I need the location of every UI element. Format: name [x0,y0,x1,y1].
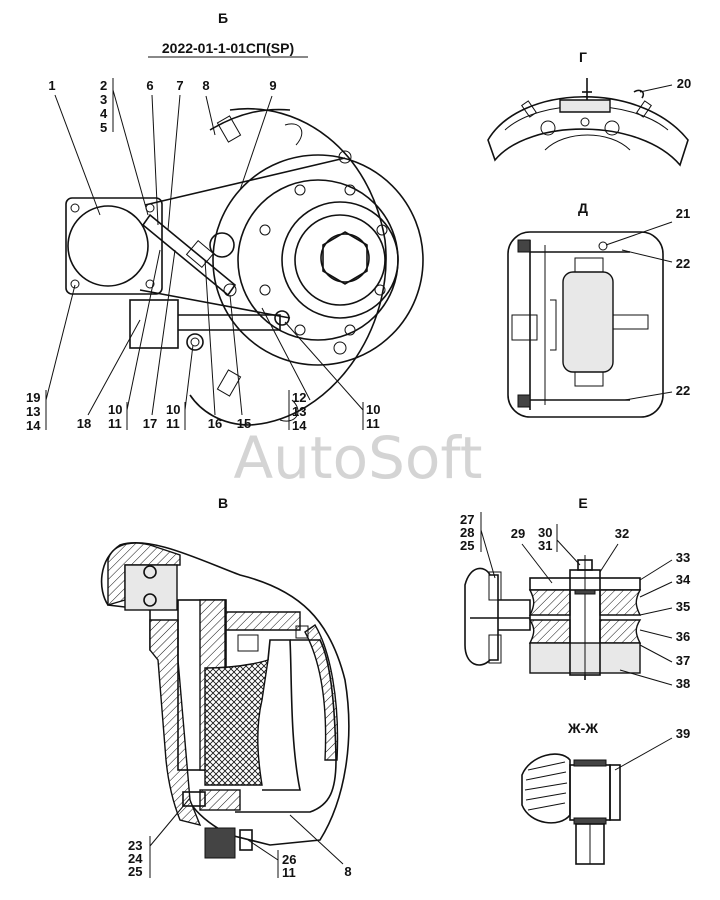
callout-11c: 11 [366,416,380,431]
callout-32: 32 [615,526,629,541]
callout-15: 15 [237,416,251,431]
callout-10c: 10 [366,402,380,417]
callout-33: 33 [676,550,690,565]
callout-11b: 11 [166,416,180,431]
view-d-drawing [100,541,350,859]
callout-19: 19 [26,390,40,405]
callout-8d: 8 [344,864,351,879]
callout-5: 5 [100,120,107,135]
callout-10a: 10 [108,402,122,417]
callout-7: 7 [176,78,183,93]
callout-3: 3 [100,92,107,107]
callout-39: 39 [676,726,690,741]
callout-12: 12 [292,390,306,405]
callout-24: 24 [128,851,143,866]
callout-27: 27 [460,512,474,527]
callout-10b: 10 [166,402,180,417]
callout-14: 14 [26,418,41,433]
watermark: AutoSoft [233,424,482,492]
view-e-drawing [464,555,642,680]
callout-20: 20 [677,76,691,91]
callout-14b: 14 [292,418,307,433]
view-g-drawing [507,231,664,418]
view-v-drawing [487,78,689,167]
callout-22b: 22 [676,383,690,398]
callout-13: 13 [26,404,40,419]
view-title-d: В [218,495,228,511]
callout-38: 38 [676,676,690,691]
callout-29: 29 [511,526,525,541]
callout-28: 28 [460,525,474,540]
callout-16: 16 [208,416,222,431]
view-title-b: Б [218,10,228,26]
callout-11a: 11 [108,416,122,431]
callout-34: 34 [676,572,691,587]
callout-25e: 25 [460,538,474,553]
callout-21: 21 [676,206,690,221]
callout-31: 31 [538,538,552,553]
callout-6: 6 [146,78,153,93]
callout-36: 36 [676,629,690,644]
view-title-e: Е [578,495,587,511]
view-zh-drawing [521,753,621,865]
callout-9: 9 [269,78,276,93]
callout-22a: 22 [676,256,690,271]
callout-1: 1 [48,78,55,93]
callout-18: 18 [77,416,91,431]
callout-26: 26 [282,852,296,867]
callout-4: 4 [100,106,108,121]
callout-25: 25 [128,864,142,879]
callout-11d: 11 [282,865,296,880]
callout-2: 2 [100,78,107,93]
callout-35: 35 [676,599,690,614]
view-b-drawing [65,108,424,426]
callout-37: 37 [676,653,690,668]
view-title-zh: Ж-Ж [567,720,598,736]
sheet-code: 2022-01-1-01СП(SP) [162,40,294,56]
view-title-v: Г [579,49,587,65]
callout-30: 30 [538,525,552,540]
callout-8: 8 [202,78,209,93]
callout-13b: 13 [292,404,306,419]
view-title-g: Д [578,200,588,216]
callout-23: 23 [128,838,142,853]
callout-17: 17 [143,416,157,431]
